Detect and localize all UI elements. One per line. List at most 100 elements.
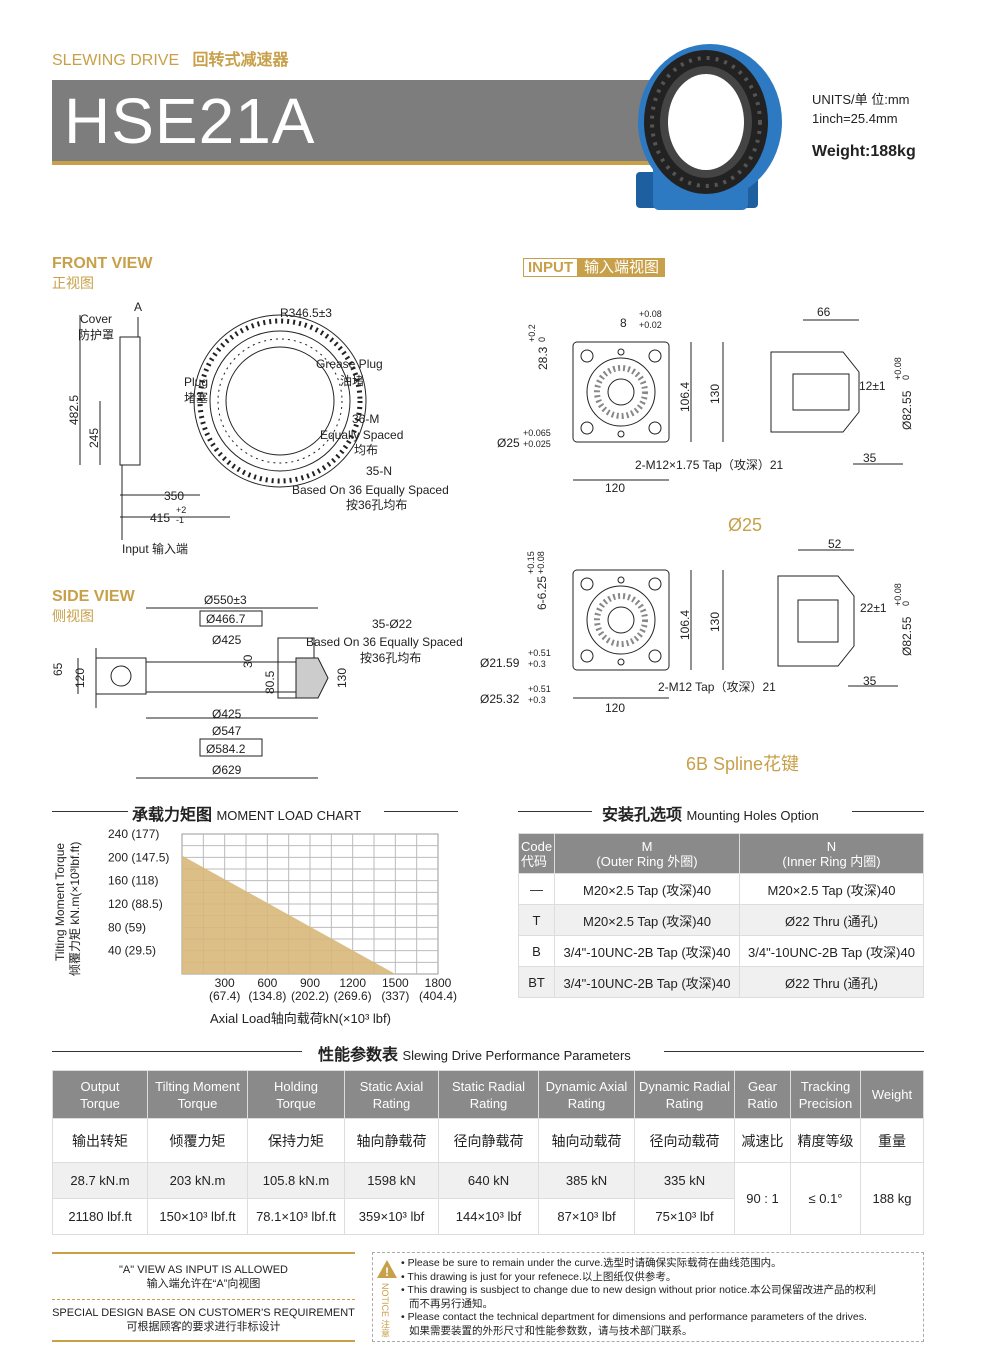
in2-tap: 2-M12 Tap（攻深）21: [658, 680, 776, 694]
front-view-title: FRONT VIEW: [52, 255, 153, 272]
fv-h245: 245: [87, 428, 101, 448]
sv-d425a: Ø425: [212, 633, 242, 647]
model-banner: HSE21A: [52, 80, 652, 165]
chart-ytick-label: 200 (147.5): [108, 850, 169, 864]
pp-precision: ≤ 0.1°: [790, 1162, 861, 1235]
sv-d4667: Ø466.7: [206, 612, 246, 626]
chart-xtick-sublabel: (202.2): [291, 989, 329, 1003]
in-d8255-up: +0.08: [893, 357, 903, 380]
pp-ratio: 90 : 1: [734, 1162, 791, 1235]
chart-ytick-label: 160 (118): [108, 874, 158, 888]
sv-d629: Ø629: [212, 763, 242, 777]
fv-grease-cn: 油堵: [340, 374, 364, 388]
in-d120: 120: [605, 481, 625, 495]
in2-d2532-up: +0.51: [528, 684, 551, 694]
footer-left2-cn: 可根据顾客的要求进行非标设计: [126, 1321, 281, 1333]
sv-h30: 30: [241, 654, 255, 668]
fv-grease-en: Grease Plug: [316, 357, 383, 371]
performance-title-cn: 性能参数表: [318, 1047, 399, 1064]
in2-d8255-up: +0.08: [893, 583, 903, 606]
chart-xtick-label: 1200: [339, 976, 366, 990]
fv-w350: 350: [164, 489, 184, 503]
notice-item: 如果需要装置的外形尺寸和性能参数数，请与技术部门联系。: [409, 1324, 693, 1337]
fv-cover-cn: 防护罩: [78, 327, 114, 342]
series-cn: 回转式减速器: [192, 52, 289, 69]
in-d8255-dn: 0: [901, 375, 911, 380]
chart-ytick-label: 240 (177): [108, 827, 159, 841]
moment-chart-title-en: MOMENT LOAD CHART: [216, 808, 362, 823]
in-d25: Ø25: [497, 436, 520, 450]
notice-box: ! NOTICE 注意 • Please be sure to remain u…: [372, 1252, 924, 1342]
fv-a: A: [134, 300, 142, 314]
fv-input: Input 输入端: [122, 541, 188, 556]
sv-d547: Ø547: [212, 724, 242, 738]
input-view-top: 8 +0.08 +0.02 28.3 +0.2 0 106.4 130 120 …: [497, 305, 914, 495]
in2-d1064: 106.4: [678, 610, 692, 640]
chart-xtick-label: 300: [215, 976, 235, 990]
in2-d2159: Ø21.59: [480, 656, 520, 670]
mounting-title-en: Mounting Holes Option: [686, 808, 819, 823]
in2-d8255-dn: 0: [901, 601, 911, 606]
sv-h65: 65: [51, 662, 65, 676]
in2-d2159-up: +0.51: [528, 648, 551, 658]
in-d35: 35: [863, 451, 877, 465]
mh-n-header: N(Inner Ring 内圈): [739, 833, 924, 874]
fv-cover-en: Cover: [80, 312, 112, 326]
in-d283-up: +0.2: [527, 324, 537, 342]
in-d25-up: +0.065: [523, 428, 551, 438]
in-d283-dn: 0: [537, 337, 547, 342]
sv-h805: 80.5: [263, 670, 277, 694]
fv-w415-up: +2: [176, 505, 186, 515]
in2-d2532-dn: +0.3: [528, 695, 546, 705]
in2-d2532: Ø25.32: [480, 692, 520, 706]
in-d12: 12±1: [859, 379, 886, 393]
input-tag-cn: 输入端视图: [578, 258, 666, 277]
input-tag: INPUT: [523, 258, 578, 277]
fv-35n: 35-N: [366, 464, 392, 478]
in2-d625: 6-6.25: [535, 576, 549, 610]
fv-based-en: Based On 36 Equally Spaced: [292, 483, 449, 497]
input-top-caption: Ø25: [728, 515, 763, 535]
input-view-bottom: 6-6.25 +0.15 +0.08 106.4 130 120 Ø21.59 …: [480, 538, 914, 715]
in2-d120: 120: [605, 701, 625, 715]
notice-item: • Please contact the technical departmen…: [401, 1311, 867, 1323]
fv-plug-cn: 堵塞: [184, 390, 208, 405]
chart-xtick-label: 900: [300, 976, 320, 990]
sv-d3522: 35-Ø22: [372, 617, 412, 631]
in-d8255: Ø82.55: [900, 390, 914, 430]
product-image: [636, 44, 782, 210]
sv-based-en: Based On 36 Equally Spaced: [306, 635, 463, 649]
fv-eq-cn: 均布: [354, 443, 378, 457]
in-d1064: 106.4: [678, 382, 692, 412]
footer-left2-en: SPECIAL DESIGN BASE ON CUSTOMER'S REQUIR…: [52, 1307, 355, 1319]
units-label: UNITS/单 位:mm: [812, 92, 910, 107]
moment-chart-heading: 承载力矩图 MOMENT LOAD CHART: [52, 801, 458, 824]
series-en: SLEWING DRIVE: [52, 52, 180, 69]
chart-xtick-sublabel: (67.4): [209, 989, 240, 1003]
model-name: HSE21A: [64, 85, 316, 157]
svg-text:!: !: [385, 1265, 389, 1279]
in2-d35: 35: [863, 674, 877, 688]
in-d130: 130: [708, 384, 722, 404]
fv-36m: 36-M: [352, 412, 379, 426]
chart-ylabel-cn: 倾覆力矩 kN.m(×10³lbf.ft): [68, 842, 82, 976]
sv-d425b: Ø425: [212, 707, 242, 721]
in-d8: 8: [620, 316, 627, 330]
chart-xtick-label: 1500: [382, 976, 409, 990]
in2-w52: 52: [828, 538, 842, 551]
notice-item: • Please be sure to remain under the cur…: [401, 1257, 782, 1269]
chart-ylabel-en: Tilting Moment Torque: [53, 843, 67, 961]
moment-chart-title-cn: 承载力矩图: [132, 807, 213, 824]
fv-eq-en: Equally Spaced: [320, 428, 403, 442]
mh-m-header: M(Outer Ring 外圈): [554, 833, 740, 874]
chart-xtick-sublabel: (404.4): [419, 989, 457, 1003]
notice-item: • This drawing is susbject to change due…: [401, 1284, 877, 1296]
in-tap: 2-M12×1.75 Tap（攻深）21: [635, 458, 784, 472]
side-view-subtitle: 侧视图: [52, 608, 94, 624]
